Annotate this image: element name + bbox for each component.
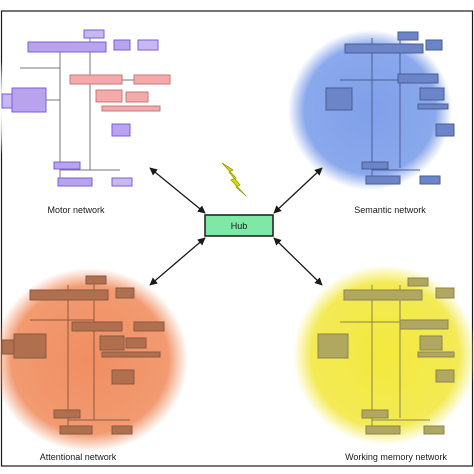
arrow-hub-semantic: [273, 167, 323, 214]
hub-node: Hub: [204, 214, 274, 237]
motor-network: Motor network: [0, 18, 172, 215]
working-memory-network-halo: [293, 265, 474, 445]
semantic-network-halo: [288, 30, 452, 190]
motor-network-schematic: [1, 29, 171, 187]
working-memory-network-schematic: [317, 277, 455, 435]
semantic-network: Semantic network: [288, 30, 455, 215]
motor-network-label: Motor network: [47, 205, 105, 215]
semantic-network-schematic: [325, 31, 455, 185]
arrow-hub-motor: [149, 167, 206, 214]
attentional-network-schematic: [1, 275, 165, 435]
hub-box: [204, 214, 274, 237]
semantic-network-label: Semantic network: [354, 205, 426, 215]
motor-network-halo: [0, 18, 172, 198]
hub-label: Hub: [231, 221, 248, 231]
attentional-network-label: Attentional network: [40, 452, 117, 462]
arrow-hub-working-memory: [273, 237, 323, 286]
working-memory-network: Working memory network: [293, 265, 474, 462]
figure-frame: [0, 10, 474, 467]
working-memory-network-label: Working memory network: [345, 452, 447, 462]
arrow-hub-attentional: [149, 237, 206, 286]
lightning-bolt-icon: [221, 162, 247, 197]
attentional-network: Attentional network: [0, 268, 188, 462]
